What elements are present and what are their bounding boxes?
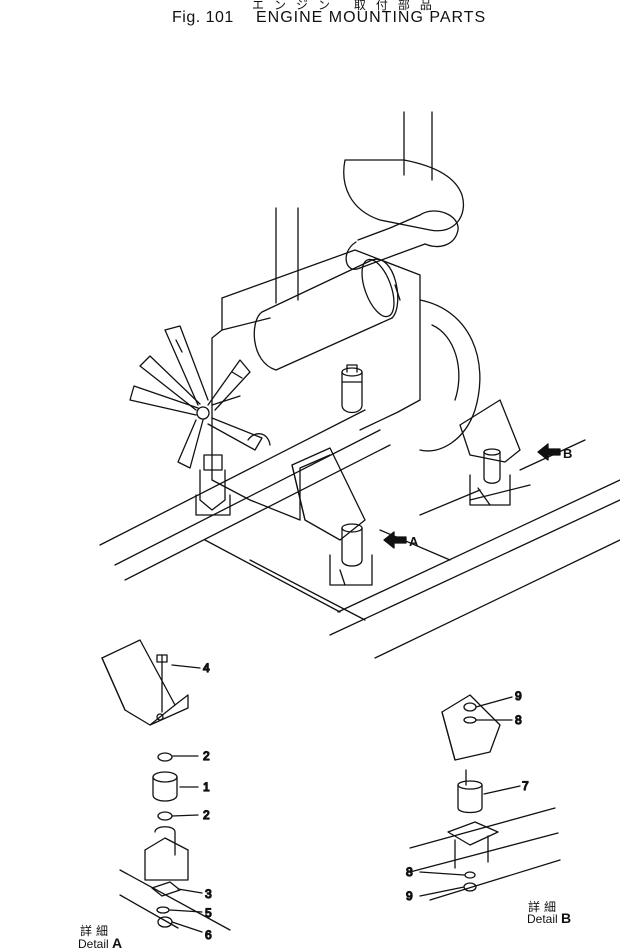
cooling-fan [129,325,263,469]
view-letter-b: B [563,446,572,461]
detail-a-letter: A [112,935,123,951]
callout-b-8-lower: 8 [406,865,413,879]
engine-block [211,249,481,521]
frame-rails [99,409,620,659]
view-arrow-b [537,443,561,461]
detail-a-japanese: 詳細 [80,924,113,938]
front-mount-left [195,454,231,516]
detail-b-word: Detail [527,912,558,926]
callout-a-2-upper: 2 [203,749,210,763]
callout-b-9-upper: 9 [515,689,522,703]
exhaust-system [343,111,464,270]
front-mount-bracket-a [291,447,373,586]
callout-a-3: 3 [205,887,212,901]
callout-b-9-lower: 9 [406,889,413,903]
rear-mount-bracket-b [459,399,521,506]
figure-number: Fig. 101 [172,9,234,26]
detail-b-letter: B [561,910,572,926]
callout-a-1: 1 [203,780,210,794]
detail-a-label: Detail A [78,935,122,951]
callout-b-8-upper: 8 [515,713,522,727]
callout-b-7: 7 [522,779,529,793]
detail-b-label: Detail B [527,910,571,926]
view-arrow-a [383,531,407,549]
callout-a-5: 5 [205,906,212,920]
title-block: エンジン 取付部品 Fig. 101 ENGINE MOUNTING PARTS [0,0,620,34]
detail-b-japanese: 詳細 [528,900,561,914]
view-letter-a: A [409,534,419,549]
callout-a-4: 4 [203,661,210,675]
detail-b-drawing [409,694,561,901]
detail-a-drawing [101,639,231,933]
detail-a-word: Detail [78,937,109,951]
figure-title: ENGINE MOUNTING PARTS [256,9,487,26]
japanese-title: エンジン 取付部品 [252,0,442,12]
callout-a-6: 6 [205,928,212,942]
callout-a-2-lower: 2 [203,808,210,822]
